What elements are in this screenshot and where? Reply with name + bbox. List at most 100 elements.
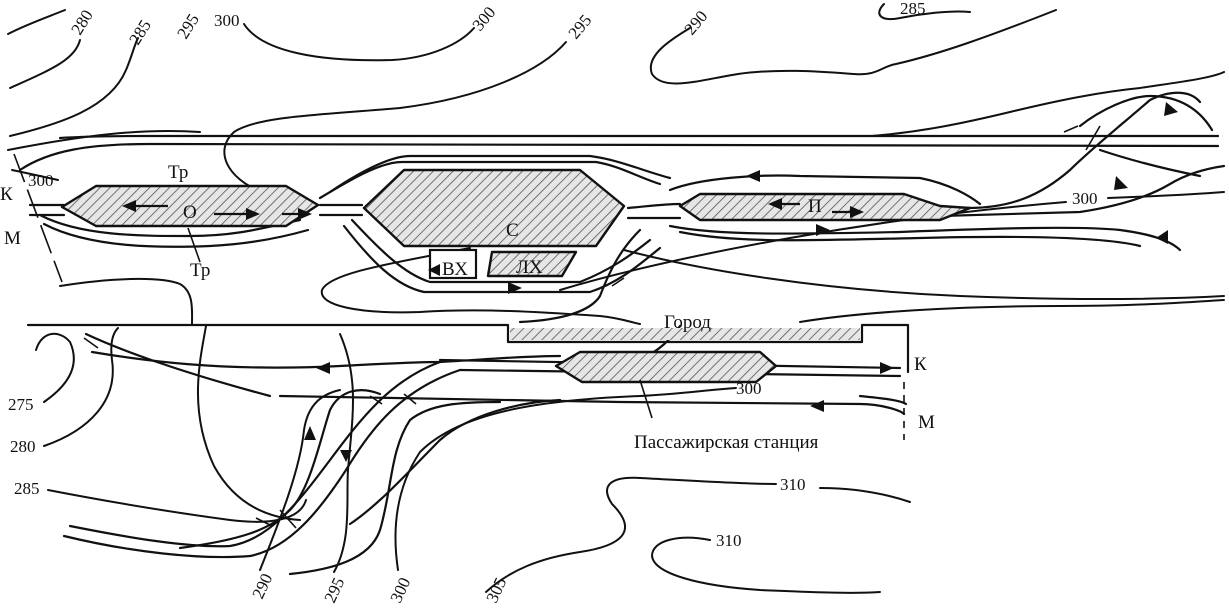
city-boundary-line [26, 323, 910, 374]
label-station-o: О [183, 202, 197, 223]
station-yards [60, 168, 972, 384]
label-line-k-right: К [914, 354, 927, 375]
contour-label-290-top: 290 [681, 7, 712, 39]
contour-label-285-top: 285 [125, 16, 155, 48]
leader-tr-bottom [187, 227, 201, 263]
upper-loop-north [1078, 94, 1214, 132]
label-tr-bottom: Тр [190, 260, 210, 281]
left-boundary-dash [13, 153, 63, 283]
contour-label-300-bottom: 300 [386, 575, 414, 606]
contour-295-mid [223, 41, 567, 193]
label-tr-top: Тр [168, 162, 188, 183]
label-depot-vx: ВХ [442, 259, 468, 280]
contour-right-edge [1107, 191, 1225, 199]
arrow-k-right [880, 362, 894, 374]
contour-label-300-right: 300 [1072, 189, 1098, 208]
diag-track-5 [348, 398, 562, 526]
contour-300-left [11, 169, 59, 181]
contour-310-a [819, 487, 911, 503]
label-station-p: П [808, 196, 822, 217]
contour-left-hill [59, 277, 194, 325]
leader-passenger [639, 379, 653, 419]
contour-310-b [651, 536, 881, 594]
depot-lx [486, 250, 578, 278]
contour-label-285-right: 285 [900, 0, 926, 18]
contour-label-300-left: 300 [28, 171, 54, 190]
arrow-o-right-2 [298, 208, 312, 220]
arrow-diag-down [340, 450, 352, 462]
contour-label-290-bottom: 290 [248, 571, 276, 602]
contour-285-top [9, 39, 81, 89]
contour-285-left [47, 489, 307, 523]
contour-295-bottom [333, 333, 354, 573]
c-to-p-track-1 [626, 202, 682, 210]
connecting-to-city [518, 228, 642, 324]
contour-305-bottom [485, 476, 777, 593]
label-station-c: С [506, 220, 519, 241]
p-lower-loop [668, 224, 1182, 252]
lower-arc-c-2 [342, 224, 662, 294]
contour-label-280-top: 280 [67, 6, 97, 38]
yard-c [362, 168, 626, 248]
arrow-lower-loop [816, 224, 830, 236]
leader-lines [187, 227, 653, 419]
arrow-vx [428, 264, 440, 276]
contour-290-top [649, 9, 1057, 85]
main-track-top-1 [58, 134, 1220, 140]
arrow-o-right [246, 208, 260, 220]
connector-city-lower [438, 354, 562, 364]
right-curve-out [1098, 148, 1202, 178]
arrow-p-left [768, 198, 782, 210]
arrow-p-right [850, 206, 864, 218]
upper-arc-c-2 [328, 154, 672, 194]
yard-p [678, 192, 972, 222]
arrow-upper-loop [746, 170, 760, 182]
arrow-lower-left [316, 362, 330, 374]
contour-280-top [7, 9, 66, 35]
contour-300-bottom [394, 387, 737, 571]
label-passenger-station: Пассажирская станция [634, 432, 819, 453]
arrow-o-left [122, 200, 136, 212]
contour-loop-vx [320, 247, 641, 325]
label-city: Город [664, 312, 711, 333]
contour-300-top [243, 23, 475, 62]
contour-label-300-top: 300 [214, 11, 240, 30]
diag-track-2 [62, 368, 462, 559]
contour-295-top [9, 37, 139, 137]
arrow-east-down [1114, 176, 1128, 190]
main-track-top-2 [18, 142, 1220, 172]
contour-left-k [7, 130, 201, 151]
p-east-2 [938, 164, 1226, 218]
text-labels: С О П ВХ ЛХ Тр Тр К М К М Город Пассажир… [0, 0, 1098, 606]
crossing-marks [83, 125, 1101, 529]
passenger-yard [554, 350, 778, 384]
contour-285-right [878, 3, 971, 20]
lower-left-line [84, 332, 272, 398]
label-line-m-left: М [4, 228, 21, 249]
label-line-k-left: К [0, 184, 13, 205]
crossing-east [1063, 125, 1101, 151]
contour-label-295-top: 295 [173, 10, 203, 42]
contour-label-300-pass: 300 [736, 379, 762, 398]
diag-track-1 [68, 360, 442, 548]
p-lower-loop-2 [678, 230, 1142, 248]
contour-280-left [43, 327, 119, 447]
contour-label-285-left: 285 [14, 479, 40, 498]
contour-label-310-b: 310 [716, 531, 742, 550]
contour-label-305-bottom: 305 [482, 575, 510, 606]
bypass-lower-2 [42, 222, 310, 248]
crossing-lower-mid [369, 393, 417, 405]
line-m-right [858, 394, 908, 406]
arrow-east-up [1164, 102, 1178, 116]
contour-big-left [196, 325, 301, 521]
label-line-m-right: М [918, 412, 935, 433]
diag-track-4 [288, 400, 502, 576]
lower-left-line-2 [90, 350, 442, 369]
arrow-c-lower [508, 282, 522, 294]
city-strip [510, 328, 860, 340]
p-east-1 [966, 91, 1202, 210]
crossing-diag [255, 509, 297, 529]
contour-label-275: 275 [8, 395, 34, 414]
crossing-mid [611, 253, 633, 287]
